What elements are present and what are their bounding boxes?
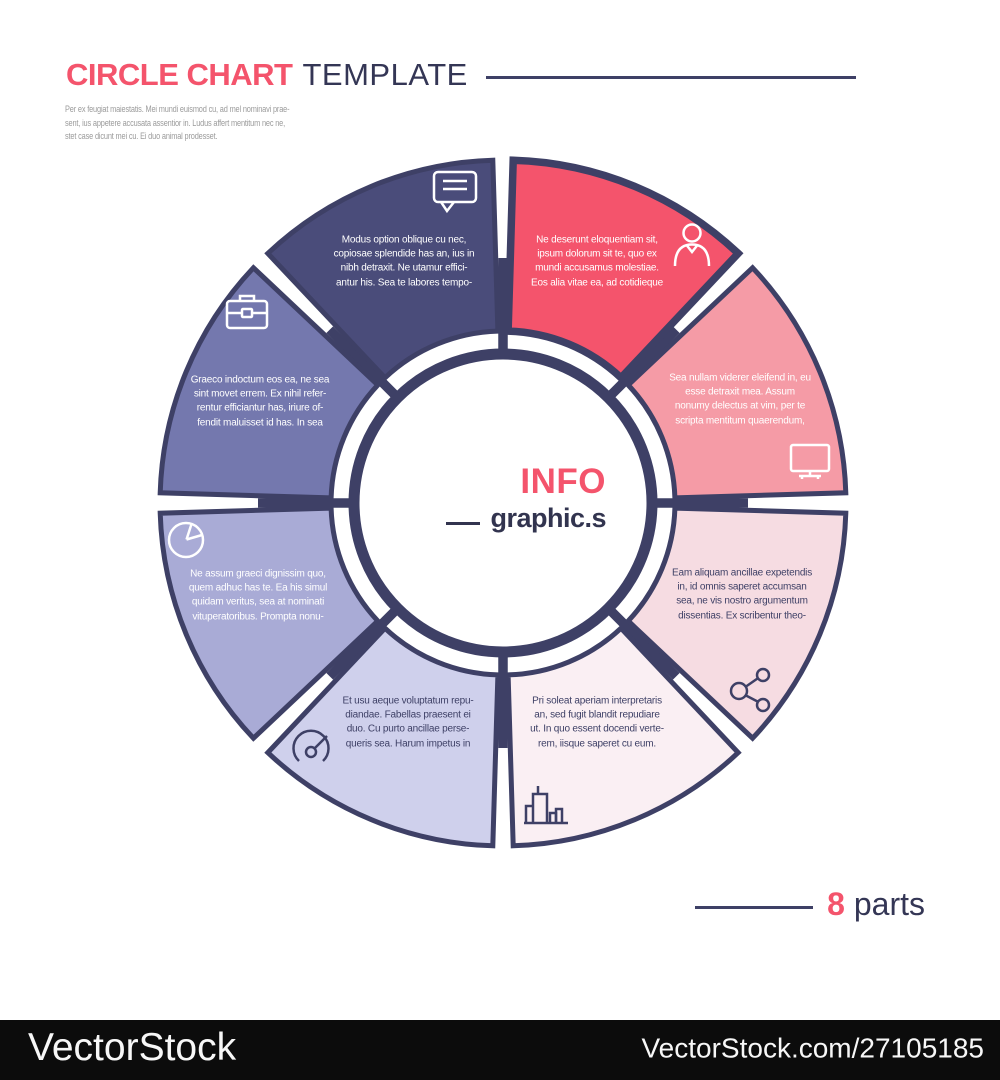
page-title-rest: TEMPLATE <box>302 57 468 92</box>
segment-text-buildings: Pri soleat aperiam interpretaris an, sed… <box>530 695 664 750</box>
segment-speedometer <box>264 624 501 849</box>
segment-briefcase <box>157 264 382 501</box>
segment-text-user: Ne deserunt eloquentiam sit, ipsum dolor… <box>530 234 664 289</box>
brand-rule <box>446 521 481 525</box>
segment-text-monitor: Sea nullam viderer eleifend in, eu esse … <box>669 372 811 427</box>
segment-divider-spokes <box>258 258 748 748</box>
title-rule <box>485 75 856 79</box>
parts-rule <box>695 906 814 909</box>
center-hub <box>348 348 658 658</box>
share-icon <box>729 667 771 713</box>
segment-text-pie-chart: Ne assum graeci dignissim quo, quem adhu… <box>188 568 328 623</box>
brand-title: INFO <box>520 462 606 501</box>
briefcase-icon <box>225 294 269 330</box>
user-icon <box>673 223 711 267</box>
segment-user <box>504 156 744 384</box>
pie-chart-icon <box>167 521 205 559</box>
buildings-icon <box>524 786 568 825</box>
brand-subtitle: graphic.s <box>490 502 606 533</box>
center-brand: INFO graphic.s <box>446 462 606 534</box>
watermark-left: VectorStock <box>28 1026 237 1070</box>
page-title: CIRCLE CHART TEMPLATE <box>66 57 856 93</box>
monitor-icon <box>789 443 831 479</box>
segment-buildings <box>505 624 742 849</box>
watermark-bar: VectorStock VectorStock.com/27105185 <box>0 1020 1000 1080</box>
segment-pie-chart <box>157 505 382 742</box>
segment-chat <box>264 157 501 382</box>
segment-text-speedometer: Et usu aeque voluptatum repu- diandae. F… <box>342 695 474 750</box>
watermark-right: VectorStock.com/27105185 <box>641 1032 984 1064</box>
page-title-accent: CIRCLE CHART <box>66 57 293 92</box>
chat-icon <box>432 170 478 214</box>
segment-text-briefcase: Graeco indoctum eos ea, ne sea sint move… <box>190 374 330 429</box>
segment-text-share: Eam aliquam ancillae expetendis in, id o… <box>672 567 812 622</box>
segment-text-chat: Modus option oblique cu nec, copiosae sp… <box>333 234 475 289</box>
speedometer-icon <box>292 729 330 762</box>
parts-label: parts <box>853 886 925 922</box>
parts-note: 8 parts <box>695 886 925 923</box>
segment-monitor <box>624 264 849 501</box>
parts-count: 8 <box>827 886 845 922</box>
intro-text: Per ex feugiat maiestatis. Mei mundi eui… <box>65 104 290 141</box>
segment-share <box>624 505 849 742</box>
